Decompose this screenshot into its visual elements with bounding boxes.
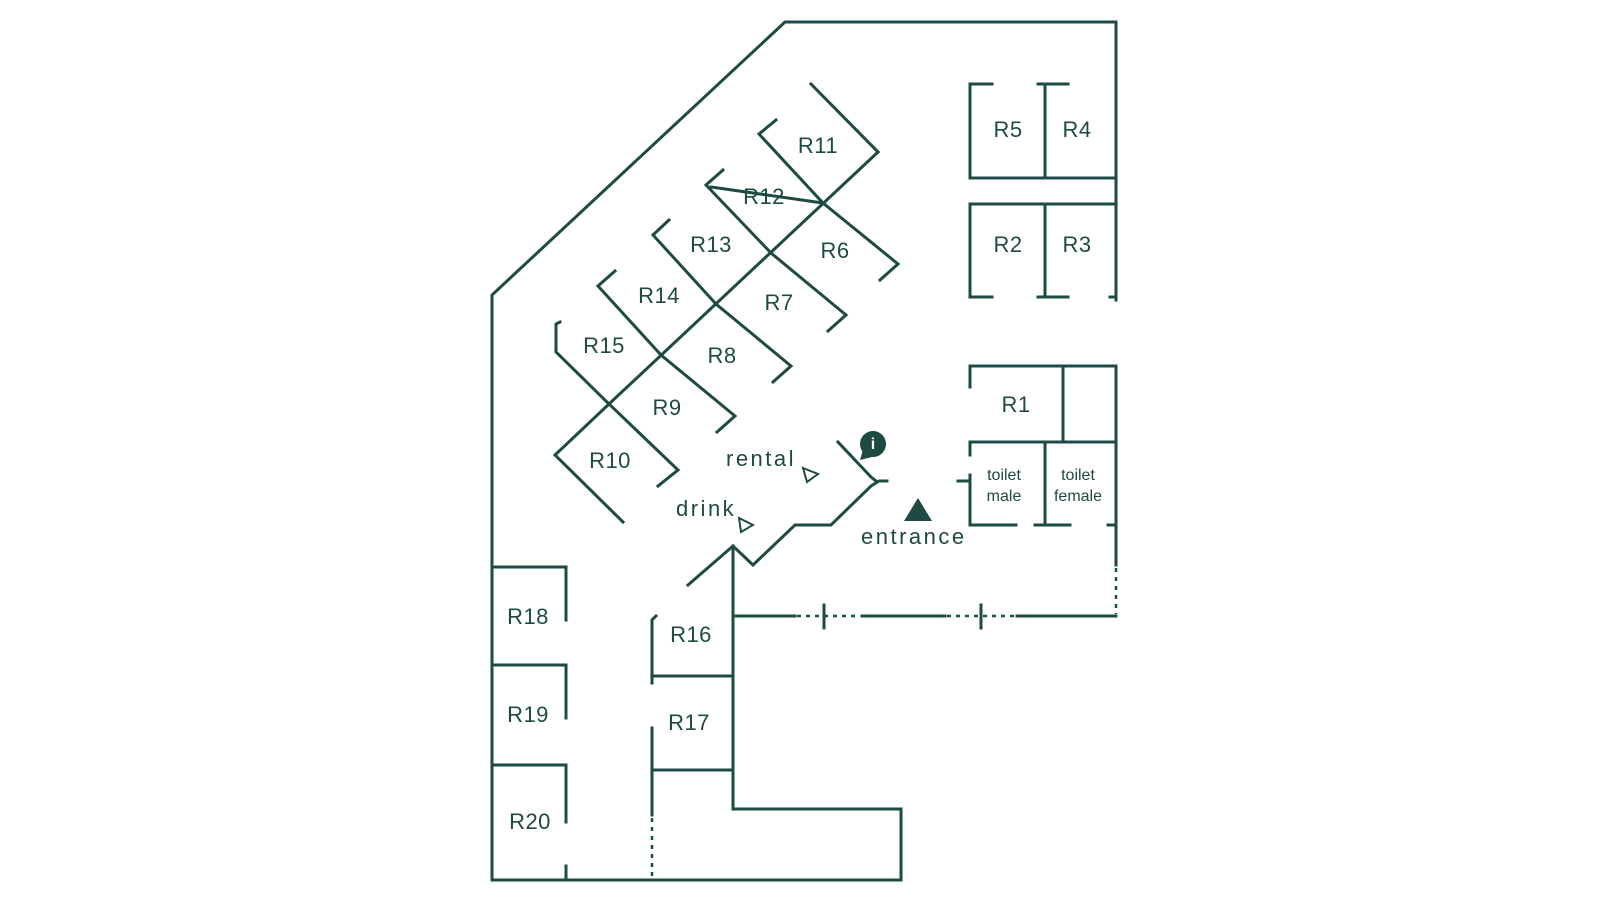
room-label-r4: R4	[1062, 117, 1091, 142]
drink-pointer-icon	[737, 516, 756, 534]
toilet-female-label-line1: toilet	[1061, 467, 1095, 484]
toilet-female-label-line2: female	[1054, 488, 1102, 505]
info-icon[interactable]: i	[860, 431, 886, 460]
facility-markers: rental drink entrance i	[676, 431, 967, 549]
room-label-r1: R1	[1001, 392, 1030, 417]
rooms-diagonal-block	[552, 81, 901, 525]
room-label-r2: R2	[993, 232, 1022, 257]
entrance-marker-icon	[904, 498, 932, 521]
rental-pointer-icon	[801, 466, 821, 484]
toilet-labels: toilet male toilet female	[987, 467, 1102, 505]
room-label-r6: R6	[820, 238, 849, 263]
room-label-r18: R18	[507, 604, 549, 629]
rooms-r2-r3	[968, 202, 1118, 299]
entrance-walls	[685, 439, 970, 588]
toilet-male-label-line1: toilet	[987, 467, 1021, 484]
toilet-male-label-line2: male	[987, 488, 1022, 505]
room-label-r20: R20	[509, 809, 551, 834]
room-label-r12: R12	[743, 184, 785, 209]
room-label-r5: R5	[993, 117, 1022, 142]
room-label-r8: R8	[707, 343, 736, 368]
room-label-r15: R15	[583, 333, 625, 358]
drink-label: drink	[676, 496, 736, 521]
room-label-r14: R14	[638, 283, 680, 308]
room-label-r19: R19	[507, 702, 549, 727]
rental-label: rental	[726, 446, 796, 471]
room-label-r7: R7	[764, 290, 793, 315]
room-label-r9: R9	[652, 395, 681, 420]
room-label-r10: R10	[589, 448, 631, 473]
rooms-r16-r17	[650, 613, 735, 880]
rooms-r1-toilets	[968, 364, 1118, 527]
room-labels: R5 R4 R2 R3 R1 R11 R12 R13 R14 R15 R6 R7…	[507, 117, 1091, 834]
info-icon-glyph: i	[871, 436, 875, 453]
room-label-r17: R17	[668, 710, 710, 735]
room-label-r16: R16	[670, 622, 712, 647]
entrance-label: entrance	[861, 524, 967, 549]
room-label-r11: R11	[798, 133, 838, 158]
room-label-r13: R13	[690, 232, 732, 257]
rooms-left-column	[490, 565, 568, 882]
rooms-r5-r4	[968, 82, 1118, 180]
outer-walls	[490, 20, 1118, 882]
room-label-r3: R3	[1062, 232, 1091, 257]
